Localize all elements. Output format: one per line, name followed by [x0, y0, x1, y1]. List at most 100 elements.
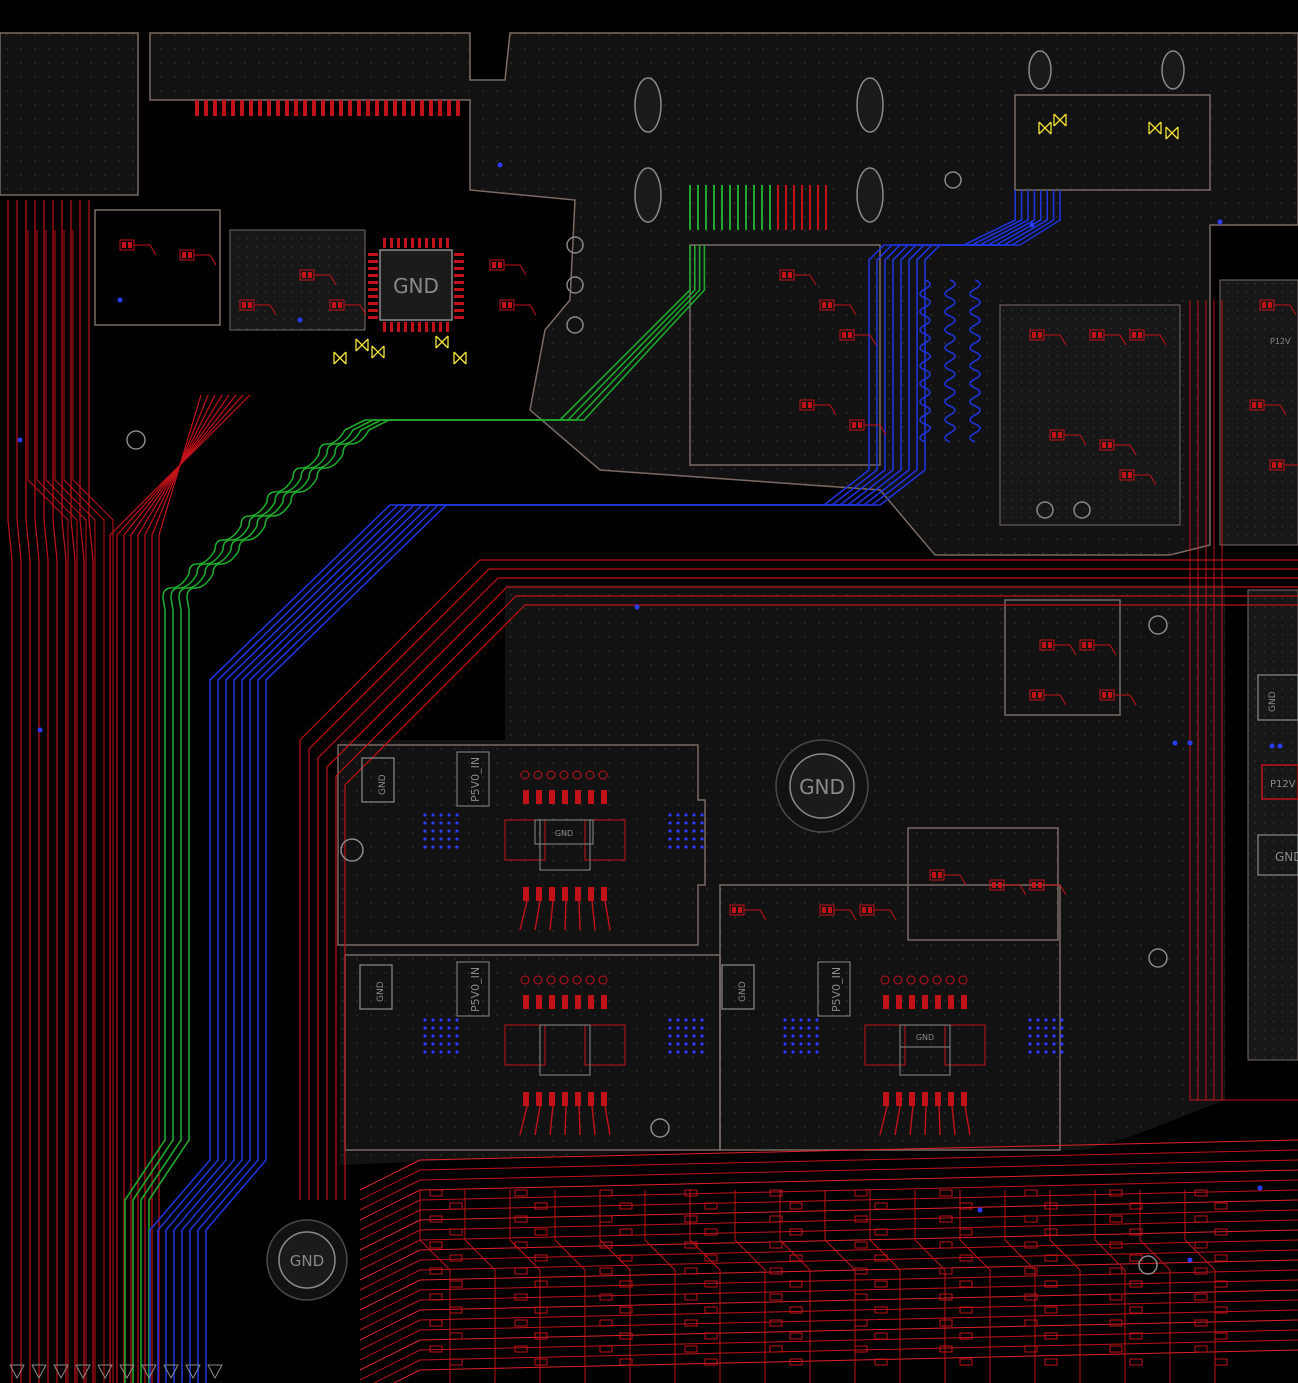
smd-pad	[534, 1254, 548, 1262]
regulator-footprint	[504, 1024, 546, 1066]
smd-pad	[1044, 1332, 1058, 1340]
smd-pad	[862, 907, 866, 913]
connector-pad	[411, 100, 415, 116]
via	[431, 1034, 435, 1038]
smd-pad	[1109, 1189, 1123, 1197]
fanout	[604, 900, 611, 931]
ic-pin	[368, 260, 378, 263]
short-trace	[514, 304, 537, 316]
smd-pad	[599, 1241, 613, 1249]
smd-pad	[534, 1358, 548, 1366]
smd-pad	[449, 1358, 463, 1366]
resistor-pad	[588, 995, 594, 1009]
net-label-p5v0-c: P5V0_IN	[817, 961, 851, 1017]
via	[692, 1026, 696, 1030]
smd-pad	[1109, 1267, 1123, 1275]
gnd-chip-label: GND	[393, 274, 439, 298]
smd-pad	[1052, 432, 1056, 438]
smd-pad	[769, 1189, 783, 1197]
via	[668, 845, 672, 849]
fanout	[591, 1105, 596, 1136]
left-bus-trace	[43, 200, 49, 1383]
gnd-comp-c-label: GND	[738, 981, 748, 1002]
smd-pad	[242, 302, 246, 308]
smd-pad	[858, 422, 862, 428]
smd-pad	[128, 242, 132, 248]
via	[17, 437, 23, 443]
resistor-pad	[601, 995, 607, 1009]
smd-pad	[429, 1267, 443, 1275]
bus-trace	[308, 568, 1298, 1200]
resistor-pad	[562, 1092, 568, 1106]
left-bus-trace	[88, 200, 94, 1383]
smd-pad	[854, 1215, 868, 1223]
fanout	[549, 900, 554, 931]
smd-pad	[1102, 442, 1106, 448]
fanout	[909, 1105, 914, 1136]
ic-pin	[446, 238, 449, 248]
smd-pad	[1129, 1332, 1143, 1340]
resistor-pad	[601, 887, 607, 901]
smd-pad	[939, 1319, 953, 1327]
green-diff-trace	[140, 245, 701, 1383]
resistor-pad	[935, 1092, 941, 1106]
resistor-pad	[601, 790, 607, 804]
smd-part	[1029, 879, 1045, 891]
main-ic[interactable]: GND	[379, 249, 453, 321]
via	[668, 1042, 672, 1046]
connector-pad	[267, 100, 271, 116]
smd-pad	[1129, 1280, 1143, 1288]
smd-pad	[684, 1293, 698, 1301]
via-ring	[546, 975, 556, 985]
smd-part	[819, 299, 835, 311]
sweep-trace	[151, 394, 209, 1383]
via	[1044, 1042, 1048, 1046]
ic-pin	[368, 295, 378, 298]
smd-pad	[874, 1280, 888, 1288]
smd-pad	[704, 1228, 718, 1236]
smd-pad	[1194, 1215, 1208, 1223]
via	[447, 845, 451, 849]
connector-pad	[222, 100, 226, 116]
smd-pad	[1122, 472, 1126, 478]
smd-pad	[1109, 1319, 1123, 1327]
smd-pad	[932, 872, 936, 878]
via	[455, 821, 459, 825]
ic-pin	[454, 295, 464, 298]
smd-pad	[704, 1358, 718, 1366]
via	[676, 1018, 680, 1022]
smd-pad	[704, 1280, 718, 1288]
silk-marker	[141, 1364, 157, 1379]
smd-pad	[1044, 1306, 1058, 1314]
left-bus-trace	[36, 230, 78, 1383]
via	[447, 1050, 451, 1054]
via	[684, 1034, 688, 1038]
via	[455, 837, 459, 841]
via	[692, 1050, 696, 1054]
smd-pad	[1024, 1189, 1038, 1197]
resistor-pad	[961, 995, 967, 1009]
smd-pad	[959, 1332, 973, 1340]
smd-pad	[1214, 1332, 1228, 1340]
smd-pad	[302, 272, 306, 278]
smd-pad	[822, 302, 826, 308]
via	[783, 1018, 787, 1022]
smd-pad	[1048, 642, 1052, 648]
mounting-hole-mid[interactable]: GND	[775, 739, 869, 833]
highlight-marker	[1038, 121, 1052, 135]
smd-pad	[514, 1293, 528, 1301]
smd-pad	[1258, 402, 1262, 408]
mounting-hole-bottom[interactable]: GND	[266, 1219, 348, 1301]
ic-pin	[418, 322, 421, 332]
via	[799, 1050, 803, 1054]
via-ring	[533, 975, 543, 985]
smd-pad	[842, 332, 846, 338]
via	[684, 1042, 688, 1046]
smd-part	[1269, 459, 1285, 471]
smd-pad	[1024, 1345, 1038, 1353]
via	[1044, 1026, 1048, 1030]
smd-pad	[599, 1267, 613, 1275]
short-trace	[194, 254, 217, 266]
silk-marker	[97, 1364, 113, 1379]
